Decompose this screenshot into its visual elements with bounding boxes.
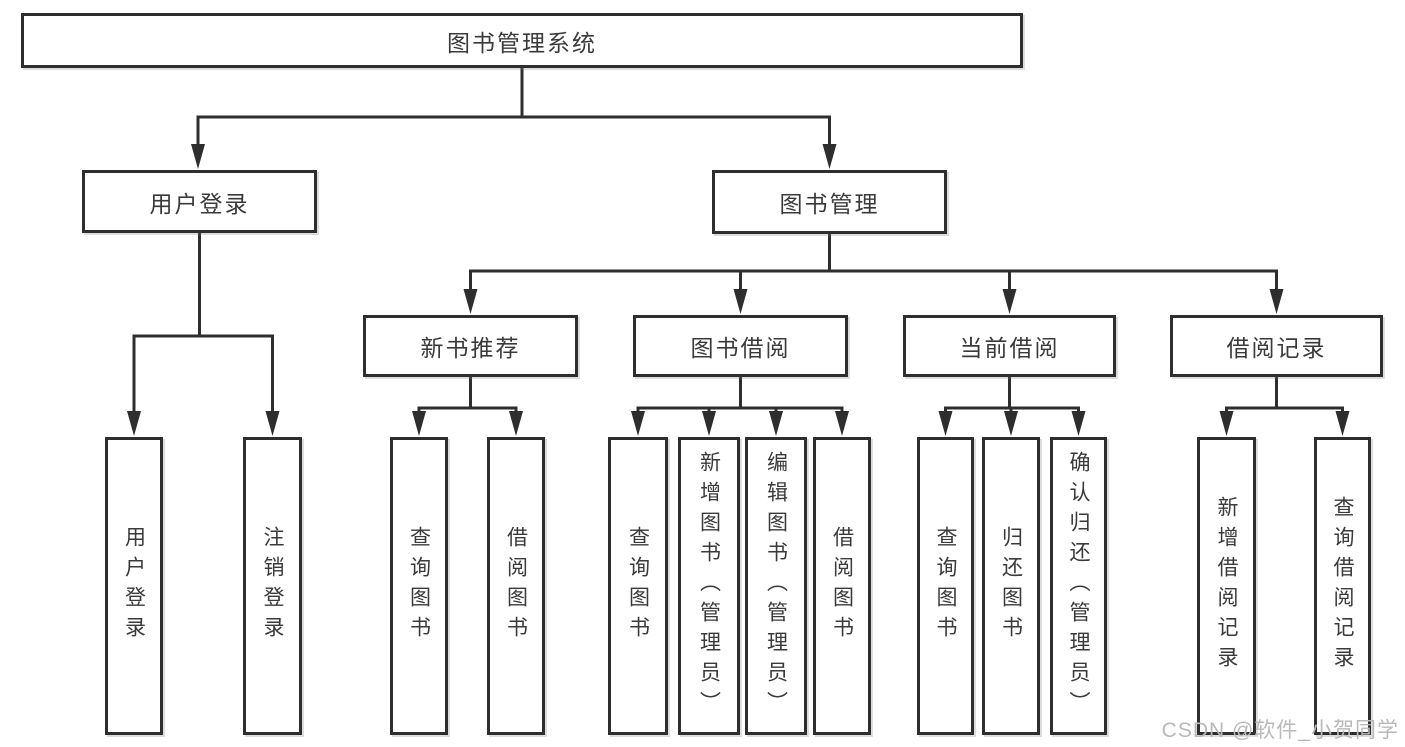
node-logout-action: 注销登录 [243, 437, 302, 735]
node-cb-return-books: 归还图书 [982, 437, 1040, 735]
node-nb-query-books: 查询图书 [390, 437, 448, 735]
connector-new-book-rec-children [412, 377, 523, 436]
node-book-borrow: 图书借阅 [633, 315, 848, 377]
node-cb-confirm-return: 确认归还（管理员） [1050, 437, 1107, 735]
node-book-mgmt: 图书管理 [712, 170, 947, 234]
node-user-login: 用户登录 [82, 170, 317, 233]
connector-root-to-level1 [191, 68, 837, 169]
node-bb-edit-books: 编辑图书（管理员） [745, 437, 807, 735]
node-br-query-record: 查询借阅记录 [1314, 437, 1371, 735]
node-cb-query-books: 查询图书 [917, 437, 974, 735]
connector-user-login-children [127, 233, 280, 436]
node-br-add-record: 新增借阅记录 [1197, 437, 1256, 735]
node-current-borrow: 当前借阅 [903, 315, 1116, 377]
node-bb-borrow-books: 借阅图书 [813, 437, 871, 735]
connector-book-borrow-children [631, 377, 849, 436]
node-borrow-record: 借阅记录 [1170, 315, 1383, 377]
node-bb-query-books: 查询图书 [608, 437, 668, 735]
node-bb-add-books: 新增图书（管理员） [678, 437, 740, 735]
connector-borrow-record-children [1219, 377, 1350, 436]
node-root: 图书管理系统 [21, 13, 1023, 68]
csdn-watermark: CSDN @软件_小贺同学 [1161, 719, 1399, 742]
connector-current-borrow-children [938, 377, 1086, 436]
node-login-action: 用户登录 [105, 437, 163, 735]
connector-book-mgmt-children [463, 234, 1284, 314]
node-new-book-rec: 新书推荐 [363, 315, 578, 377]
node-nb-borrow-books: 借阅图书 [487, 437, 545, 735]
